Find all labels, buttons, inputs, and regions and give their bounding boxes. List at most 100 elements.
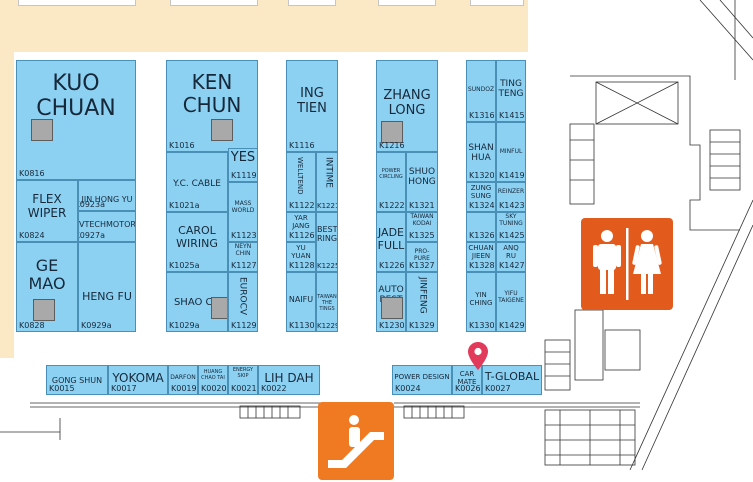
- booth-reinzer[interactable]: REINZER K1423: [496, 182, 526, 212]
- booth-code: K1025a: [169, 261, 200, 270]
- booth-name: NEYN CHIN: [234, 243, 252, 257]
- booth-gong-shun[interactable]: GONG SHUN K0015: [46, 365, 108, 395]
- booth-name: ANQ RU: [503, 244, 519, 261]
- booth-power-design[interactable]: POWER DESIGN K0024: [392, 365, 452, 395]
- booth-name: DARFON: [170, 374, 196, 381]
- booth-ing-tien[interactable]: ING TIEN K1116: [286, 60, 338, 152]
- booth-jade-full[interactable]: JADE FULL K1226: [376, 212, 406, 272]
- booth-flex-wiper[interactable]: FLEX WIPER K0824: [16, 180, 78, 242]
- booth-anq-ru[interactable]: ANQ RU K1427: [496, 242, 526, 272]
- booth-code: K1419: [499, 171, 525, 180]
- booth-name: GONG SHUN: [51, 376, 103, 385]
- booth-k1326[interactable]: K1326: [466, 212, 496, 242]
- booth-car-mate[interactable]: CAR MATE K0026: [452, 365, 482, 395]
- booth-name: GE MAO: [28, 256, 66, 294]
- booth-code: K1320: [469, 171, 495, 180]
- booth-name: MASS WORLD: [231, 200, 255, 214]
- booth-mass-world[interactable]: MASS WORLD K1123: [228, 182, 258, 242]
- booth-zung-sung[interactable]: ZUNG SUNG K1324: [466, 182, 496, 212]
- top-booth-stub: [378, 0, 436, 6]
- booth-code: K1429: [499, 321, 525, 330]
- booth-name: SKY TUNING: [499, 213, 523, 227]
- booth-taiwan-kodai[interactable]: TAIWAN KODAI K1325: [406, 212, 438, 242]
- escalator-icon-graphic: [328, 415, 384, 468]
- booth-marker: [211, 297, 227, 319]
- booth-code: K1128: [289, 261, 315, 270]
- booth-shao-ch[interactable]: SHAO CH K1029a: [166, 272, 228, 332]
- booth-sundoz[interactable]: SUNDOZ K1316: [466, 60, 496, 122]
- booth-yifu-taigene[interactable]: YIFU TAIGENE K1429: [496, 272, 526, 332]
- booth-eurocv[interactable]: EUROCV K1129: [228, 272, 258, 332]
- booth-code: K0022: [261, 384, 287, 393]
- booth-name: HENG FU: [82, 290, 132, 303]
- booth-name: ING TIEN: [297, 86, 327, 116]
- escalator-icon[interactable]: [318, 402, 394, 480]
- booth-welltend[interactable]: WELLTEND K1122: [286, 152, 316, 212]
- booth-code: K1029a: [169, 321, 200, 330]
- booth-name: ZUNG SUNG: [470, 184, 492, 201]
- map-pin-icon[interactable]: [468, 342, 488, 374]
- restroom-icon-graphic: [593, 228, 662, 300]
- booth-naifu[interactable]: NAIFU K1130: [286, 272, 316, 332]
- booth-code: K1316: [469, 111, 495, 120]
- booth-name: Y.C. CABLE: [173, 179, 221, 189]
- booth-sky-tuning[interactable]: SKY TUNING K1425: [496, 212, 526, 242]
- booth-name: PRO-PURE: [414, 248, 430, 262]
- booth-name: JIN HONG YU: [81, 195, 133, 204]
- booth-name: KEN CHUN: [182, 70, 242, 117]
- booth-intime[interactable]: INTIME K1221: [316, 152, 338, 212]
- booth-ting-teng[interactable]: TING TENG K1415: [496, 60, 526, 122]
- booth-jinfeng[interactable]: JINFENG K1329: [406, 272, 438, 332]
- booth-code: K1425: [499, 231, 525, 240]
- booth-pro-pure[interactable]: PRO-PURE K1327: [406, 242, 438, 272]
- booth-chuan-jieen[interactable]: CHUAN JIEEN K1328: [466, 242, 496, 272]
- booth-yes[interactable]: YES K1119: [228, 148, 258, 182]
- booth-yokoma[interactable]: YOKOMA K0017: [108, 365, 168, 395]
- booth-energy-skip[interactable]: ENERGY SKIP K0021: [228, 365, 258, 395]
- top-booth-stub: [18, 0, 136, 6]
- booth-code: K0027: [485, 384, 511, 393]
- booth-power-circling[interactable]: POWER CIRCLING K1222: [376, 152, 406, 212]
- booth-name: JADE FULL: [377, 226, 405, 252]
- booth-lih-dah[interactable]: LIH DAH K0022: [258, 365, 320, 395]
- booth-kuo-chuan[interactable]: KUO CHUAN K0816: [16, 60, 136, 180]
- booth-auto-best[interactable]: AUTO BEST K1230: [376, 272, 406, 332]
- booth-yar-jang[interactable]: YAR JANG K1126: [286, 212, 316, 242]
- booth-vtechmotor[interactable]: VTECHMOTOR K0927a: [78, 211, 136, 242]
- booth-code: K1415: [499, 111, 525, 120]
- booth-jin-hong-yu[interactable]: JIN HONG YU K0923a: [78, 180, 136, 211]
- booth-yc-cable[interactable]: Y.C. CABLE K1021a: [166, 152, 228, 212]
- booth-best-ring[interactable]: BEST RING K1225: [316, 212, 338, 272]
- booth-name: T-GLOBAL: [484, 370, 540, 383]
- booth-code: K1423: [499, 201, 525, 210]
- booth-name: HUANG CHAO TAI: [201, 369, 225, 381]
- booth-t-global[interactable]: T-GLOBAL K0027: [482, 365, 542, 395]
- booth-minful[interactable]: MINFUL K1419: [496, 122, 526, 182]
- booth-neyn-chin[interactable]: NEYN CHIN K1127: [228, 242, 258, 272]
- booth-name: BEST RING: [317, 225, 338, 244]
- booth-shan-hua[interactable]: SHAN HUA K1320: [466, 122, 496, 182]
- booth-name: SUNDOZ: [467, 86, 495, 93]
- booth-yin-ching[interactable]: YIN CHING K1330: [466, 272, 496, 332]
- map-pin-graphic: [468, 342, 488, 370]
- booth-name: YAR JANG: [292, 214, 310, 231]
- booth-shuo-hong[interactable]: SHUO HONG K1321: [406, 152, 438, 212]
- booth-code: K0015: [49, 384, 75, 393]
- booth-ken-chun[interactable]: KEN CHUN K1016: [166, 60, 258, 152]
- booth-code: K1129: [231, 321, 257, 330]
- booth-name: POWER CIRCLING: [379, 168, 403, 180]
- booth-carol-wiring[interactable]: CAROL WIRING K1025a: [166, 212, 228, 272]
- restroom-icon[interactable]: [581, 218, 673, 310]
- booth-yu-yuan[interactable]: YU YUAN K1128: [286, 242, 316, 272]
- booth-name: CAROL WIRING: [176, 224, 218, 250]
- booth-name: LIH DAH: [264, 371, 314, 385]
- booth-code: K0927a: [79, 231, 105, 240]
- booth-huang-chao-tai[interactable]: HUANG CHAO TAI K0020: [198, 365, 228, 395]
- booth-heng-fu[interactable]: HENG FU K0929a: [78, 242, 136, 332]
- booth-taiwan-the-tings[interactable]: TAIWAN THE TINGS K1229: [316, 272, 338, 332]
- booth-code: K1226: [379, 261, 405, 270]
- booth-darfon[interactable]: DARFON K0019: [168, 365, 198, 395]
- booth-ge-mao[interactable]: GE MAO K0828: [16, 242, 78, 332]
- booth-zhang-long[interactable]: ZHANG LONG K1216: [376, 60, 438, 152]
